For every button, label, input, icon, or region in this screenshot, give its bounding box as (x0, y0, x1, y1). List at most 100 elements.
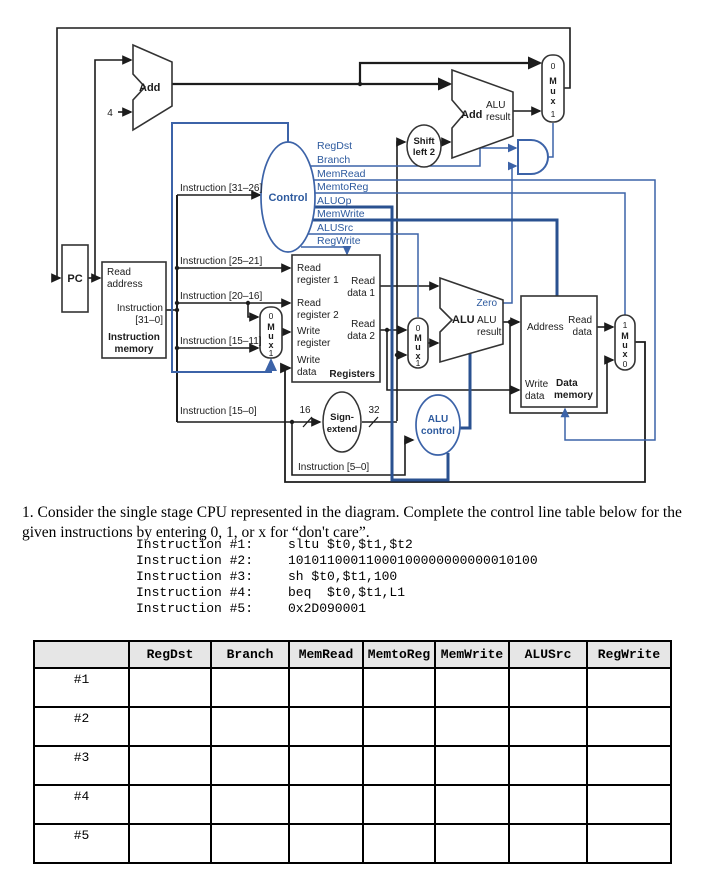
wire-junctions (92, 81, 513, 425)
alusrc-mux-0: 0 (416, 323, 421, 333)
regdst-mux-u: u (268, 331, 274, 341)
dmem-name2: memory (554, 390, 593, 401)
answer-cell[interactable] (128, 784, 212, 825)
regs-write-data-label: Write (297, 355, 321, 366)
imem-read-address-label2: address (107, 279, 143, 290)
instruction-value: sh $t0,$t1,100 (288, 569, 398, 584)
sign-extend-oval (322, 391, 362, 453)
table-row: #1 (33, 667, 672, 708)
tap-5-0-label: Instruction [5–0] (298, 462, 369, 473)
row-label: #5 (33, 823, 130, 864)
pc-add-alu-shape (132, 43, 173, 132)
answer-cell[interactable] (128, 667, 212, 708)
answer-cell[interactable] (508, 667, 588, 708)
answer-cell[interactable] (288, 784, 364, 825)
answer-cell[interactable] (434, 745, 510, 786)
answer-cell[interactable] (586, 784, 672, 825)
regdst-mux-0: 0 (269, 311, 274, 321)
dmem-read-data-label2: data (573, 327, 593, 338)
header-memread: MemRead (288, 640, 364, 669)
answer-cell[interactable] (128, 745, 212, 786)
answer-cell[interactable] (128, 706, 212, 747)
answer-cell[interactable] (586, 745, 672, 786)
imem-read-address-label: Read (107, 267, 131, 278)
answer-cell[interactable] (586, 667, 672, 708)
instruction-line: Instruction #3: sh $t0,$t1,100 (136, 569, 538, 585)
answer-cell[interactable] (434, 667, 510, 708)
control-wires-bold (310, 205, 559, 482)
regs-read-reg1-label2: register 1 (297, 275, 339, 286)
answer-cell[interactable] (508, 745, 588, 786)
shift-left-2-oval (406, 124, 442, 168)
answer-cell[interactable] (210, 745, 290, 786)
answer-cell[interactable] (362, 706, 436, 747)
signext-width-16: 16 (299, 405, 311, 416)
signext-label: Sign- (330, 412, 354, 423)
dmem-name: Data (556, 378, 578, 389)
regs-write-data-label2: data (297, 367, 317, 378)
dmem-address-label: Address (527, 322, 564, 333)
dmem-read-data-label: Read (568, 315, 592, 326)
signal-aluop: ALUOp (317, 195, 352, 207)
answer-cell[interactable] (362, 823, 436, 864)
pc-box (61, 244, 89, 313)
four-constant-label: 4 (107, 108, 113, 119)
answer-cell[interactable] (210, 784, 290, 825)
regs-read-data2-label2: data 2 (347, 331, 375, 342)
branch-adder-shape (451, 68, 514, 160)
answer-cell[interactable] (586, 706, 672, 747)
answer-cell[interactable] (362, 784, 436, 825)
answer-cell[interactable] (508, 706, 588, 747)
question-text: 1. Consider the single stage CPU represe… (22, 503, 682, 541)
tap-31-26-label: Instruction [31–26] (180, 183, 262, 194)
control-oval (260, 141, 316, 253)
memtoreg-mux-u: u (622, 340, 628, 350)
answer-cell[interactable] (288, 823, 364, 864)
row-label: #2 (33, 706, 130, 747)
answer-cell[interactable] (288, 667, 364, 708)
answer-cell[interactable] (508, 823, 588, 864)
instruction-label: Instruction #2: (136, 553, 254, 568)
table-row: #3 (33, 745, 672, 786)
answer-cell[interactable] (434, 706, 510, 747)
pcsrc-mux (541, 54, 565, 123)
alu-label: ALU (452, 314, 475, 326)
instruction-line: Instruction #1:sltu $t0,$t1,$t2 (136, 537, 538, 553)
signal-memread: MemRead (317, 168, 366, 180)
shift-left2-label2: left 2 (413, 147, 435, 158)
memtoreg-mux-x: x (622, 349, 627, 359)
cpu-datapath-diagram: PC Add 4 Read address Instruction [31–0]… (51, 27, 656, 483)
answer-cell[interactable] (288, 745, 364, 786)
answer-cell[interactable] (362, 667, 436, 708)
regs-write-reg-label: Write (297, 326, 321, 337)
pc-label: PC (67, 273, 82, 285)
alu-control-oval (415, 394, 461, 456)
branch-adder-result-label2: result (486, 112, 511, 123)
answer-cell[interactable] (210, 667, 290, 708)
imem-name: Instruction (108, 332, 160, 343)
table-row: #4 (33, 784, 672, 825)
pc-add-label: Add (139, 82, 160, 94)
instruction-label: Instruction #3: (136, 569, 254, 584)
header-alusrc: ALUSrc (508, 640, 588, 669)
regdst-mux-x: x (268, 340, 273, 350)
answer-cell[interactable] (434, 784, 510, 825)
control-wires (171, 122, 656, 441)
imem-instruction-out-label: Instruction (117, 303, 163, 314)
dmem-write-data-label2: data (525, 391, 545, 402)
row-label: #4 (33, 784, 130, 825)
answer-cell[interactable] (210, 823, 290, 864)
tap-15-11-label: Instruction [15–11] (180, 336, 262, 347)
answer-cell[interactable] (586, 823, 672, 864)
answer-cell[interactable] (434, 823, 510, 864)
answer-cell[interactable] (288, 706, 364, 747)
answer-cell[interactable] (128, 823, 212, 864)
answer-cell[interactable] (508, 784, 588, 825)
answer-cell[interactable] (210, 706, 290, 747)
answer-cell[interactable] (362, 745, 436, 786)
control-table-header-row: RegDst Branch MemRead MemtoReg MemWrite … (33, 640, 672, 669)
instruction-value: 10101100011000100000000000010100 (288, 553, 538, 568)
signext-width-32: 32 (368, 405, 380, 416)
instruction-value: beq $t0,$t1,L1 (288, 585, 406, 600)
